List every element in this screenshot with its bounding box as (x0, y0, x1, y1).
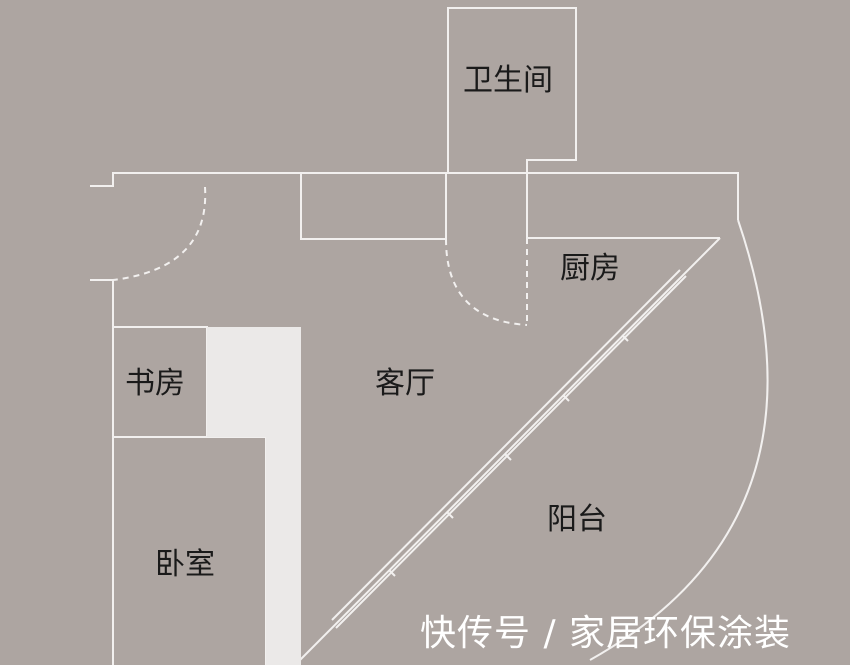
top-wall (90, 172, 739, 220)
kitchen-label: 厨房 (560, 251, 620, 286)
left-counter (300, 172, 447, 240)
bathroom-label: 卫生间 (463, 63, 553, 98)
window-mark (562, 394, 570, 402)
bathroom-walls (447, 7, 577, 238)
study-label: 书房 (125, 366, 185, 401)
bathroom-door-swing (445, 238, 528, 326)
window-mark (504, 453, 512, 461)
entry-door-swing (112, 186, 207, 281)
window-line (335, 275, 687, 629)
balcony-label: 阳台 (547, 502, 607, 537)
living-room-label: 客厅 (375, 366, 435, 401)
window-line-inner (331, 269, 681, 621)
corridor (207, 327, 301, 665)
window-mark (621, 334, 629, 342)
watermark-text: 快传号 / 家居环保涂装 (420, 613, 792, 654)
left-wall (90, 279, 114, 665)
balcony-arc (589, 219, 769, 661)
window-mark (388, 569, 396, 577)
bedroom-label: 卧室 (155, 547, 215, 582)
diagonal-wall (299, 237, 721, 661)
window-mark (446, 511, 454, 519)
